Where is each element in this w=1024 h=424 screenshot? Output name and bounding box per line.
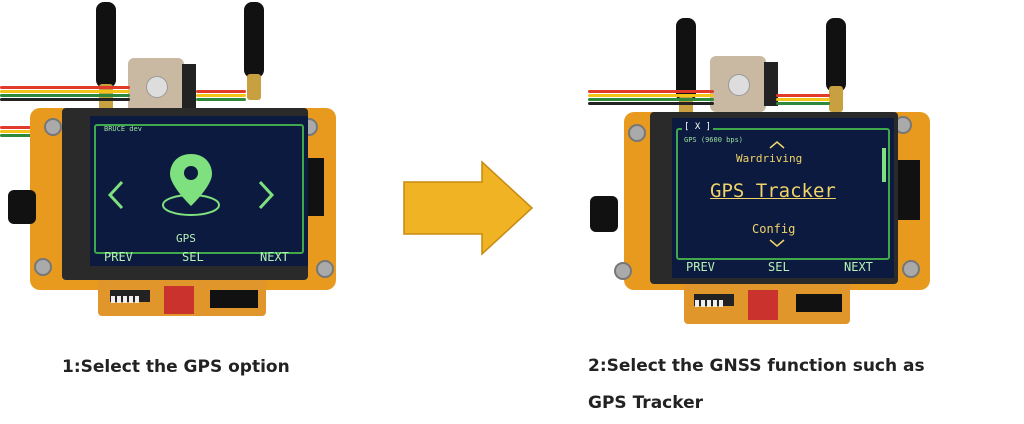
chevron-up-icon[interactable] — [768, 140, 786, 150]
right-close-tag[interactable]: [ X ] — [682, 122, 714, 132]
left-pin-header — [164, 286, 194, 314]
left-side-connector — [8, 190, 36, 224]
right-wires-right — [776, 94, 830, 112]
right-gps-antenna-dot — [728, 74, 750, 96]
left-wires-right — [196, 90, 246, 108]
caption-step-2-line-1: 2:Select the GNSS function such as — [588, 356, 925, 376]
right-next-button[interactable]: NEXT — [844, 260, 873, 274]
menu-item-config[interactable]: Config — [752, 222, 796, 236]
left-gps-antenna-dot — [146, 76, 168, 98]
left-antenna-2 — [244, 2, 264, 78]
chevron-left-icon[interactable] — [106, 180, 126, 210]
right-screw-tl — [628, 124, 646, 142]
left-prev-button[interactable]: PREV — [104, 250, 133, 264]
right-status-tag: GPS (9600 bps) — [684, 136, 744, 144]
left-wires-2 — [0, 126, 40, 144]
right-pin-header — [748, 290, 778, 320]
menu-item-gps-tracker[interactable]: GPS Tracker — [710, 180, 836, 202]
chevron-right-icon[interactable] — [256, 180, 276, 210]
location-pin-icon — [162, 154, 220, 216]
left-next-button[interactable]: NEXT — [260, 250, 289, 264]
left-screw-br — [316, 260, 334, 278]
right-antenna-2 — [826, 18, 846, 92]
chevron-down-icon[interactable] — [768, 238, 786, 248]
left-sd-card — [304, 158, 324, 216]
right-side-connector — [590, 196, 618, 232]
menu-item-wardriving[interactable]: Wardriving — [736, 152, 803, 165]
right-antenna-1 — [676, 18, 696, 102]
right-screw-br — [902, 260, 920, 278]
right-wires — [588, 90, 714, 108]
right-gps-antenna-pad — [764, 62, 778, 106]
right-screen: [ X ] GPS (9600 bps) Wardriving GPS Trac… — [672, 118, 894, 278]
left-menu-label: GPS — [176, 232, 196, 245]
caption-step-1: 1:Select the GPS option — [62, 357, 290, 377]
right-screw-bl — [614, 262, 632, 280]
left-device: BRUCE dev GPS PREV SEL NEXT — [0, 0, 340, 330]
right-pin-header-2 — [796, 294, 842, 312]
left-dip-switch — [110, 290, 150, 303]
caption-step-2-line-2: GPS Tracker — [588, 393, 703, 413]
left-screen-frame — [94, 124, 304, 254]
left-screw-tl — [44, 118, 62, 136]
right-sd-card — [898, 160, 920, 220]
left-status-tag: BRUCE dev — [104, 125, 142, 133]
right-antenna-2-base — [829, 86, 843, 112]
left-antenna-1 — [96, 2, 116, 88]
right-prev-button[interactable]: PREV — [686, 260, 715, 274]
left-pin-header-2 — [210, 290, 258, 308]
left-sel-button[interactable]: SEL — [182, 250, 204, 264]
left-screen: BRUCE dev GPS PREV SEL NEXT — [90, 116, 308, 266]
arrow-right-icon — [403, 160, 534, 256]
right-sel-button[interactable]: SEL — [768, 260, 790, 274]
right-gps-antenna — [710, 56, 778, 112]
right-dip-switch — [694, 294, 734, 307]
left-gps-antenna — [128, 58, 196, 114]
left-wires — [0, 86, 130, 104]
scrollbar[interactable] — [882, 148, 886, 182]
left-gps-antenna-pad — [182, 64, 196, 108]
left-screw-bl — [34, 258, 52, 276]
right-device: [ X ] GPS (9600 bps) Wardriving GPS Trac… — [560, 0, 940, 330]
left-antenna-2-base — [247, 74, 261, 100]
right-screen-frame — [676, 128, 890, 260]
